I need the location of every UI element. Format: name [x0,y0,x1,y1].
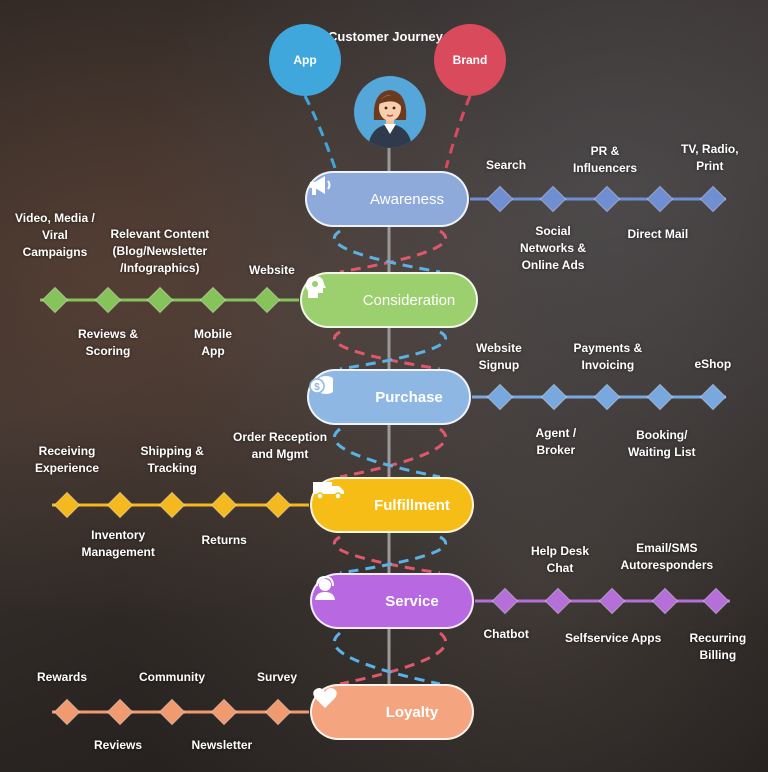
stage-label: Awareness [370,190,444,208]
touchpoint-label: Recurring Billing [689,631,747,662]
touchpoint-label: Booking/ Waiting List [628,428,696,459]
touchpoint-label: Returns [201,533,247,547]
stage-service: Service [310,573,474,629]
touchpoint-diamond [544,587,572,615]
touchpoint-diamond [53,491,81,519]
stage-label: Consideration [362,291,456,309]
touchpoint-label: Agent / Broker [535,426,577,457]
touchpoint-label: Search [486,158,527,172]
touchpoint-diamond [210,491,238,519]
touchpoint-label: Website [249,263,295,277]
touchpoint-label: Payments & Invoicing [573,341,643,372]
touchpoint-diamond [264,698,292,726]
journey-weave-blue [339,330,447,371]
brand-connector [444,95,472,169]
touchpoint-label: Email/SMS Autoresponders [620,541,714,572]
touchpoint-label: Social Networks & Online Ads [520,224,587,272]
touchpoint-diamond [53,698,81,726]
app-circle: App [269,24,341,96]
touchpoint-diamond [146,286,174,314]
stage-fulfillment: Fulfillment [310,477,474,533]
touchpoint-label: Newsletter [191,738,253,752]
touchpoint-label: Reviews & Scoring [78,327,139,358]
stage-label: Fulfillment [374,496,450,514]
touchpoint-label: Chatbot [483,627,529,641]
touchpoint-diamond [539,185,567,213]
touchpoint-label: TV, Radio, Print [681,142,739,173]
app-connector [303,95,337,169]
brand-circle: Brand [434,24,506,96]
touchpoint-label: eShop [694,357,732,371]
stage-label: Purchase [375,388,443,406]
journey-weave-red [339,229,447,274]
journey-weave-red [333,535,441,575]
journey-weave-red [333,330,441,371]
touchpoint-diamond [486,383,514,411]
touchpoint-label: Inventory Management [81,528,155,559]
journey-weave-red [339,631,447,686]
touchpoint-label: Rewards [37,670,88,684]
stage-awareness: Awareness [305,171,469,227]
touchpoint-diamond [199,286,227,314]
megaphone-icon [310,176,357,217]
head-icon [305,276,352,318]
woman-avatar-icon [354,76,426,148]
touchpoint-diamond [94,286,122,314]
support-agent-icon [315,575,362,619]
journey-weave-blue [333,229,441,274]
touchpoint-diamond [41,286,69,314]
touchpoint-label: Reviews [94,738,143,752]
touchpoint-label: Video, Media / Viral Campaigns [15,211,95,259]
touchpoint-diamond [702,587,730,615]
touchpoint-label: Receiving Experience [35,444,100,475]
coins-icon: $ [309,376,359,415]
page-title: Customer Journey [328,29,443,44]
journey-weave-blue [339,535,447,575]
touchpoint-label: Website Signup [476,341,522,372]
stage-consideration: Consideration [300,272,478,328]
touchpoint-label: Shipping & Tracking [140,444,204,475]
touchpoint-diamond [593,383,621,411]
touchpoint-diamond [106,491,134,519]
journey-weave-blue [333,631,441,686]
touchpoint-diamond [593,185,621,213]
touchpoint-label: Mobile App [194,327,232,358]
touchpoint-diamond [486,185,514,213]
touchpoint-label: PR & Influencers [573,144,638,175]
touchpoint-diamond [158,491,186,519]
touchpoint-diamond [210,698,238,726]
touchpoint-label: Selfservice Apps [565,631,662,645]
touchpoint-diamond [699,185,727,213]
svg-text:$: $ [314,382,320,393]
stage-label: Loyalty [385,703,439,721]
touchpoint-label: Direct Mail [627,227,689,241]
touchpoint-diamond [158,698,186,726]
touchpoint-diamond [491,587,519,615]
touchpoint-diamond [598,587,626,615]
journey-weave-red [339,427,447,479]
heart-icon [313,688,362,730]
touchpoint-label: Relevant Content (Blog/Newsletter /Infog… [110,227,210,275]
touchpoint-diamond [106,698,134,726]
touchpoint-diamond [699,383,727,411]
touchpoint-diamond [651,587,679,615]
journey-weave-blue [333,427,441,479]
stage-loyalty: Loyalty [310,684,474,740]
touchpoint-label: Order Reception and Mgmt [233,430,328,461]
touchpoint-label: Survey [257,670,298,684]
touchpoint-diamond [264,491,292,519]
touchpoint-diamond [253,286,281,314]
truck-icon [313,482,362,523]
touchpoint-label: Help Desk Chat [531,544,590,575]
stage-label: Service [385,592,439,610]
touchpoint-diamond [646,383,674,411]
stage-purchase: $ Purchase [307,369,471,425]
touchpoint-diamond [540,383,568,411]
touchpoint-label: Community [139,670,205,684]
touchpoint-diamond [646,185,674,213]
